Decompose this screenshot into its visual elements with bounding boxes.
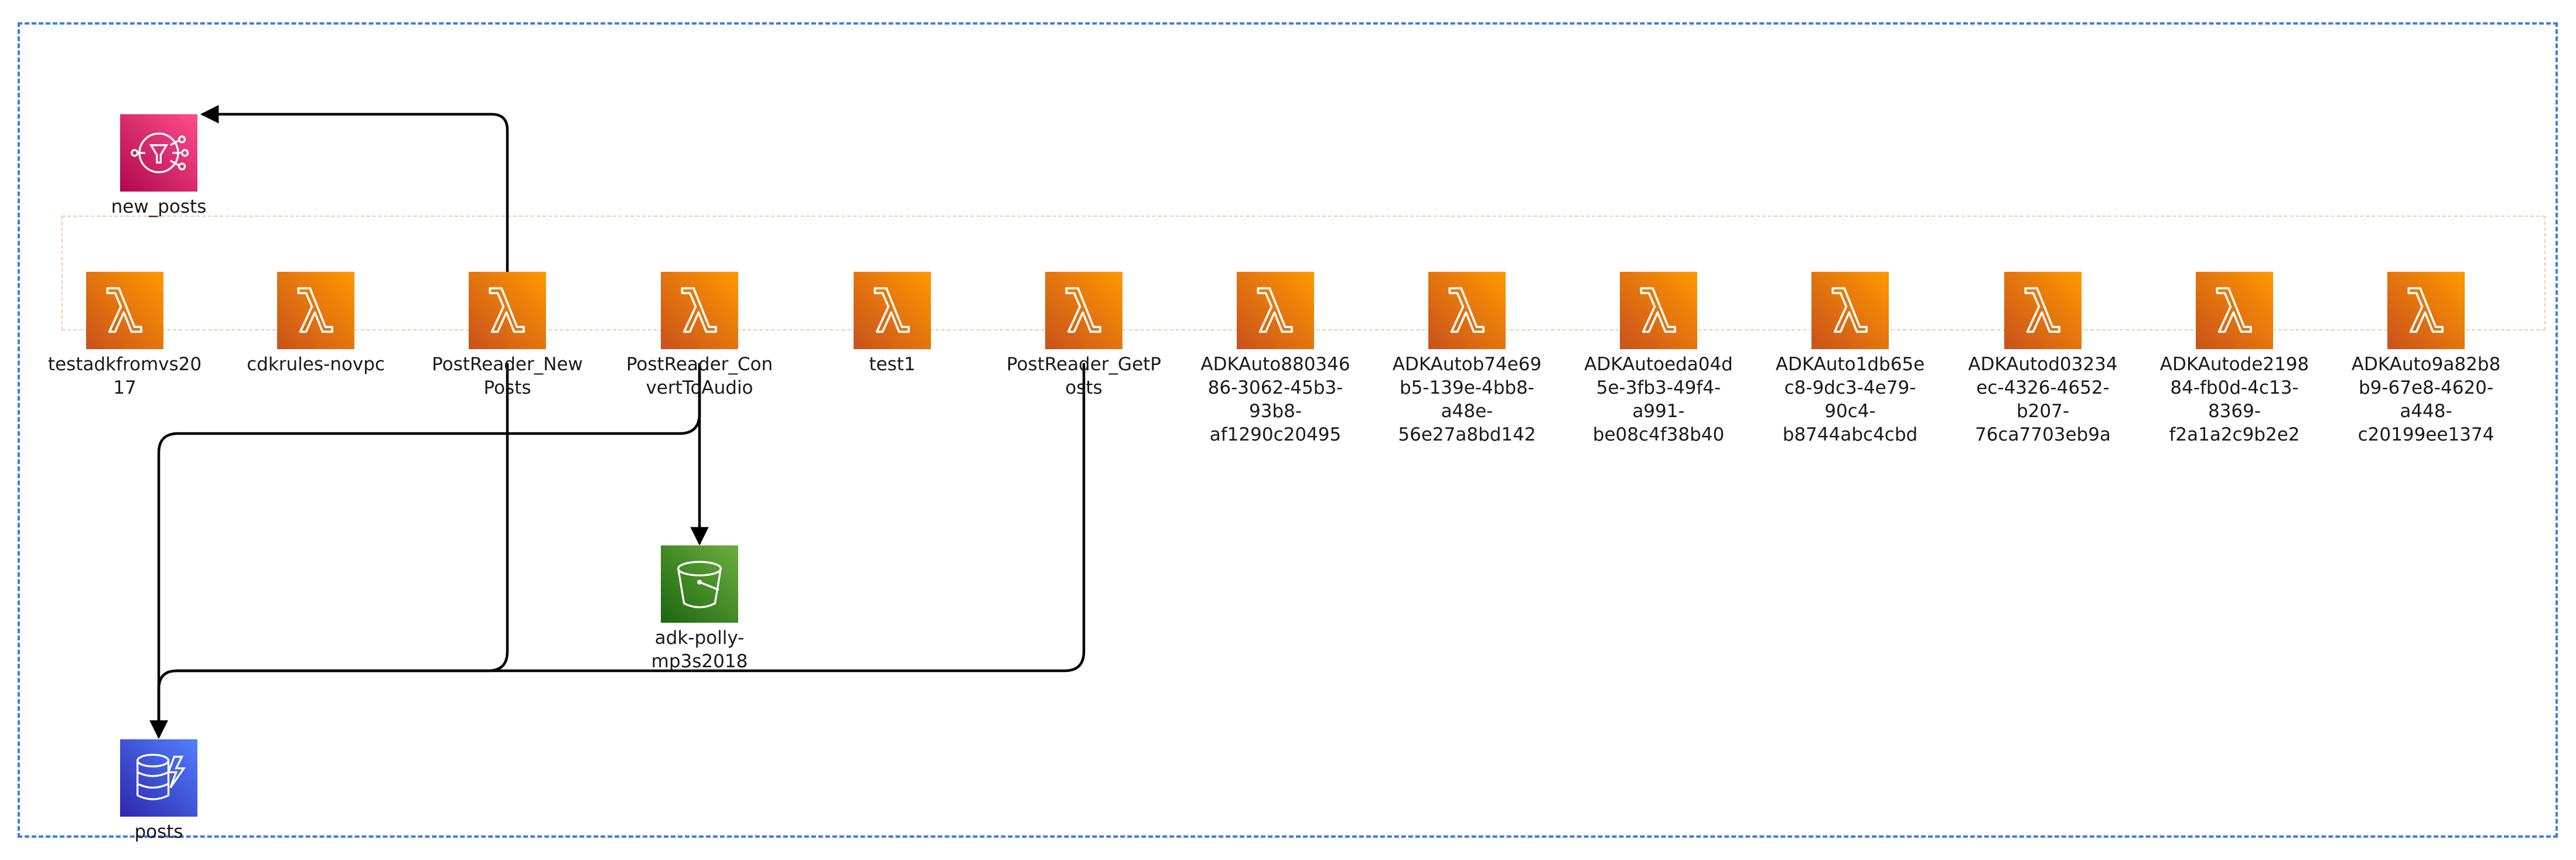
- node-label: PostReader_GetP osts: [1006, 354, 1161, 398]
- node-s3[interactable]: adk-polly- mp3s2018: [612, 545, 787, 673]
- node-label: PostReader_New Posts: [432, 354, 583, 398]
- node-label: test1: [869, 354, 916, 375]
- node-lambda[interactable]: testadkfromvs20 17: [37, 272, 213, 400]
- lambda-icon: [1620, 272, 1697, 349]
- lambda-icon: [469, 272, 546, 349]
- lambda-icon: [86, 272, 163, 349]
- node-lambda[interactable]: ADKAuto9a82b8 b9-67e8-4620- a448- c20199…: [2338, 272, 2514, 446]
- lambda-icon: [277, 272, 354, 349]
- lambda-icon: [2387, 272, 2465, 349]
- node-lambda[interactable]: ADKAuto1db65e c8-9dc3-4e79- 90c4- b8744a…: [1762, 272, 1938, 446]
- node-lambda[interactable]: ADKAutode2198 84-fb0d-4c13- 8369- f2a1a2…: [2147, 272, 2322, 446]
- node-label: ADKAutode2198 84-fb0d-4c13- 8369- f2a1a2…: [2159, 354, 2309, 445]
- lambda-icon: [1237, 272, 1314, 349]
- node-label: new_posts: [111, 196, 207, 217]
- node-label: adk-polly- mp3s2018: [651, 627, 748, 672]
- lambda-icon: [1428, 272, 1506, 349]
- lambda-icon: [661, 272, 738, 349]
- node-lambda[interactable]: ADKAutod03234 ec-4326-4652- b207- 76ca77…: [1955, 272, 2131, 446]
- edge-PostReader_NewPosts-to-posts: [149, 363, 509, 739]
- sns-topic-icon: [120, 114, 197, 192]
- node-lambda[interactable]: ADKAuto880346 86-3062-45b3- 93b8- af1290…: [1188, 272, 1363, 446]
- node-lambda[interactable]: PostReader_GetP osts: [996, 272, 1172, 400]
- node-lambda[interactable]: ADKAutoeda04d 5e-3fb3-49f4- a991- be08c4…: [1571, 272, 1746, 446]
- node-label: ADKAuto1db65e c8-9dc3-4e79- 90c4- b8744a…: [1775, 354, 1925, 445]
- node-lambda[interactable]: PostReader_New Posts: [419, 272, 595, 400]
- node-label: cdkrules-novpc: [247, 354, 385, 375]
- node-label: PostReader_Con vertToAudio: [626, 354, 773, 398]
- s3-bucket-icon: [661, 545, 738, 623]
- edge-PostReader_NewPosts-to-new_posts: [200, 105, 509, 272]
- node-dynamodb[interactable]: posts: [71, 739, 247, 844]
- dynamodb-table-icon: [120, 739, 197, 817]
- account-boundary: [18, 22, 2558, 838]
- node-lambda[interactable]: test1: [804, 272, 980, 376]
- node-sns[interactable]: new_posts: [71, 114, 247, 219]
- node-label: ADKAutoeda04d 5e-3fb3-49f4- a991- be08c4…: [1584, 354, 1733, 445]
- node-label: ADKAutod03234 ec-4326-4652- b207- 76ca77…: [1968, 354, 2118, 445]
- lambda-icon: [2004, 272, 2082, 349]
- lambda-icon: [1045, 272, 1122, 349]
- node-label: ADKAuto880346 86-3062-45b3- 93b8- af1290…: [1200, 354, 1350, 445]
- lambda-icon: [2196, 272, 2273, 349]
- node-label: ADKAutob74e69 b5-139e-4bb8- a48e- 56e27a…: [1392, 354, 1542, 445]
- node-label: posts: [134, 821, 183, 842]
- node-lambda[interactable]: PostReader_Con vertToAudio: [612, 272, 787, 400]
- lambda-icon: [854, 272, 931, 349]
- edge-PostReader_GetPosts-to-posts: [149, 363, 1086, 739]
- node-lambda[interactable]: ADKAutob74e69 b5-139e-4bb8- a48e- 56e27a…: [1379, 272, 1555, 446]
- node-label: ADKAuto9a82b8 b9-67e8-4620- a448- c20199…: [2351, 354, 2501, 445]
- node-lambda[interactable]: cdkrules-novpc: [228, 272, 404, 376]
- lambda-icon: [1811, 272, 1889, 349]
- node-label: testadkfromvs20 17: [47, 354, 202, 398]
